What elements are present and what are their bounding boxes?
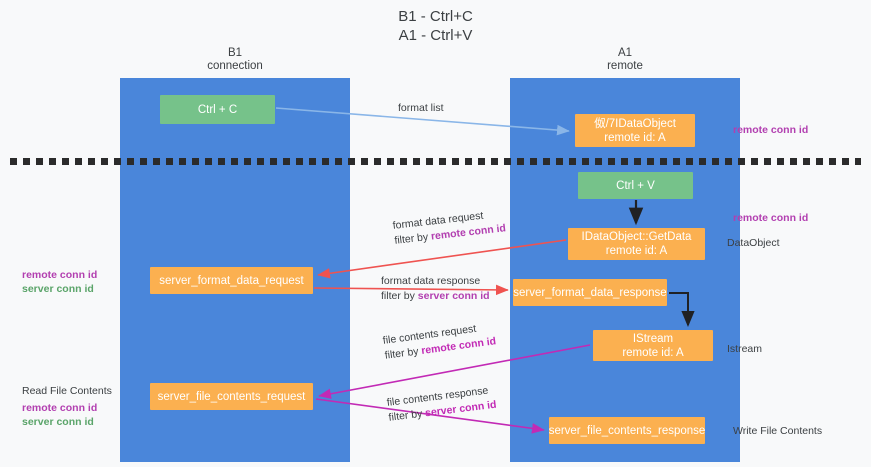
arrow-file-contents-request <box>318 344 591 399</box>
node-idataobject[interactable]: 伮/7IDataObject remote id: A <box>575 114 695 147</box>
node-server-file-contents-request[interactable]: server_file_contents_request <box>150 383 313 410</box>
node-ctrl-c[interactable]: Ctrl + C <box>160 95 275 124</box>
annotation-remote-conn-id-mid: remote conn id <box>733 212 809 224</box>
filter-prefix: filter by <box>387 407 426 424</box>
lane-header-b1: B1 connection <box>207 47 263 72</box>
annotation-istream: Istream <box>727 343 763 355</box>
phase-divider <box>10 158 861 165</box>
annotation-read-file-contents: Read File Contents <box>22 385 112 397</box>
annotation-left-remote-conn-id-2: remote conn id <box>22 402 98 414</box>
annotation-left-server-conn-id: server conn id <box>22 283 94 295</box>
arrow-format-list <box>275 107 570 136</box>
arrow-format-data-response <box>313 284 509 296</box>
page-title: B1 - Ctrl+C A1 - Ctrl+V <box>398 8 473 44</box>
annotation-left-remote-conn-id: remote conn id <box>22 269 98 281</box>
node-istream[interactable]: IStream remote id: A <box>593 330 713 361</box>
edge-label-format-data-response: format data response filter by server co… <box>381 274 490 304</box>
node-server-format-data-request[interactable]: server_format_data_request <box>150 267 313 294</box>
node-idataobject-getdata[interactable]: IDataObject::GetData remote id: A <box>568 228 705 260</box>
edge-label-line1: format data response <box>381 275 481 287</box>
edge-label-line2: filter by server conn id <box>381 289 490 304</box>
arrow-response-to-istream <box>669 292 695 327</box>
annotation-remote-conn-id-top: remote conn id <box>733 124 809 136</box>
edge-label-format-list: format list <box>398 101 444 116</box>
lane-header-a1: A1 remote <box>607 47 643 72</box>
annotation-dataobject: DataObject <box>727 237 780 249</box>
node-server-file-contents-response[interactable]: server_file_contents_response <box>549 417 705 444</box>
filter-prefix: filter by <box>381 290 418 302</box>
filter-key: server conn id <box>417 290 490 302</box>
annotation-write-file-contents: Write File Contents <box>733 425 823 437</box>
node-ctrl-v[interactable]: Ctrl + V <box>578 172 693 199</box>
edge-label-line1: format list <box>398 102 444 114</box>
annotation-left-server-conn-id-2: server conn id <box>22 416 94 428</box>
filter-prefix: filter by <box>384 345 423 362</box>
filter-prefix: filter by <box>393 230 432 247</box>
arrow-format-data-request <box>317 239 567 279</box>
arrow-file-contents-response <box>315 398 545 434</box>
node-server-format-data-response[interactable]: server_format_data_response <box>513 279 667 306</box>
